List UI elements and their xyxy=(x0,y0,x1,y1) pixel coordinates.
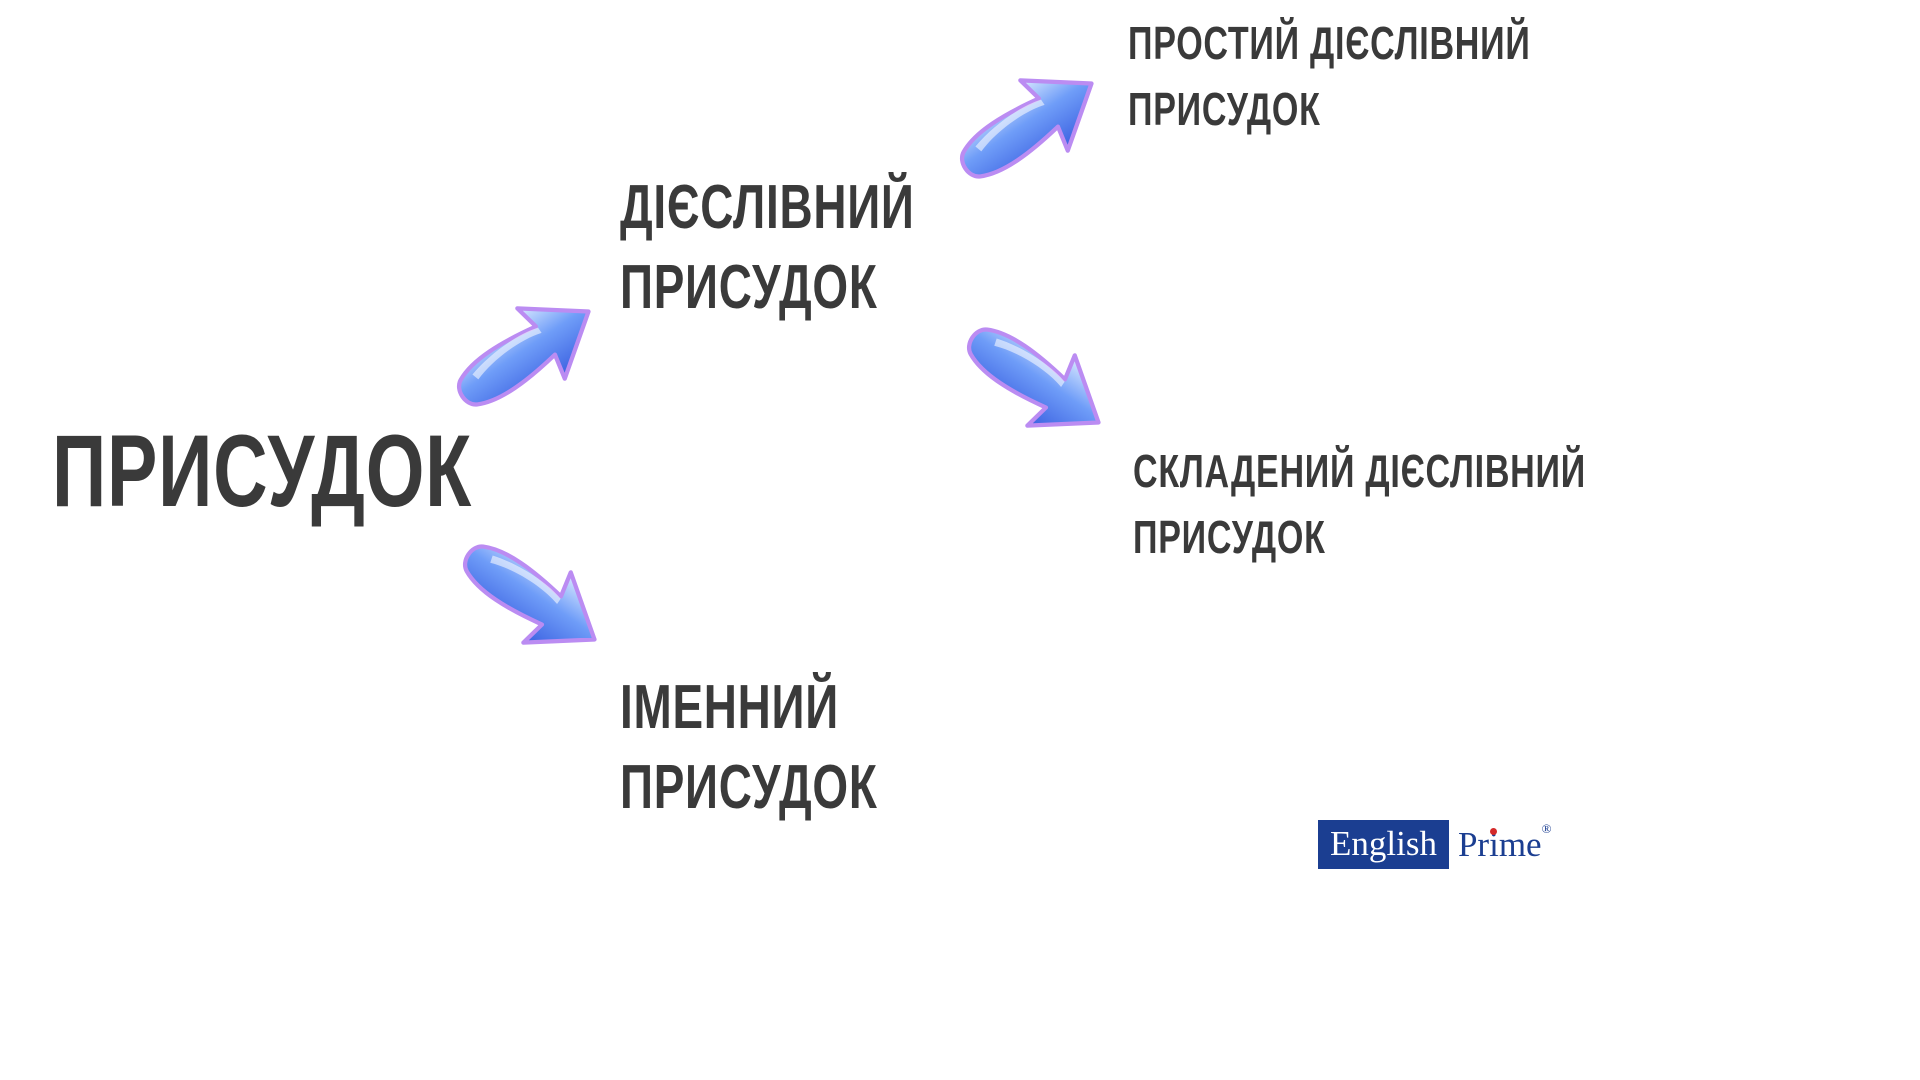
nominal-predicate-line1: ІМЕННИЙ xyxy=(620,673,839,742)
nominal-predicate-label: ІМЕННИЙ ПРИСУДОК xyxy=(620,668,968,828)
verbal-predicate-label: ДІЄСЛІВНИЙ ПРИСУДОК xyxy=(620,168,1018,328)
arrow-root-to-nominal-icon xyxy=(433,507,633,690)
logo-prime-i-red-dot: i xyxy=(1489,825,1499,864)
verbal-predicate-line1: ДІЄСЛІВНИЙ xyxy=(620,173,915,242)
simple-verbal-line2: ПРИСУДОК xyxy=(1128,83,1321,135)
compound-verbal-predicate-label: СКЛАДЕНИЙ ДІЄСЛІВНИЙ ПРИСУДОК xyxy=(1133,438,1745,570)
root-label-text: ПРИСУДОК xyxy=(52,414,472,528)
registered-trademark-icon: ® xyxy=(1541,821,1552,836)
compound-verbal-line2: ПРИСУДОК xyxy=(1133,511,1326,563)
logo-english-text: English xyxy=(1318,820,1449,869)
simple-verbal-line1: ПРОСТИЙ ДІЄСЛІВНИЙ xyxy=(1128,17,1531,69)
nominal-predicate-line2: ПРИСУДОК xyxy=(620,753,878,822)
compound-verbal-line1: СКЛАДЕНИЙ ДІЄСЛІВНИЙ xyxy=(1133,445,1586,497)
root-label: ПРИСУДОК xyxy=(52,420,620,522)
simple-verbal-predicate-label: ПРОСТИЙ ДІЄСЛІВНИЙ ПРИСУДОК xyxy=(1128,10,1672,142)
verbal-predicate-line2: ПРИСУДОК xyxy=(620,253,878,322)
